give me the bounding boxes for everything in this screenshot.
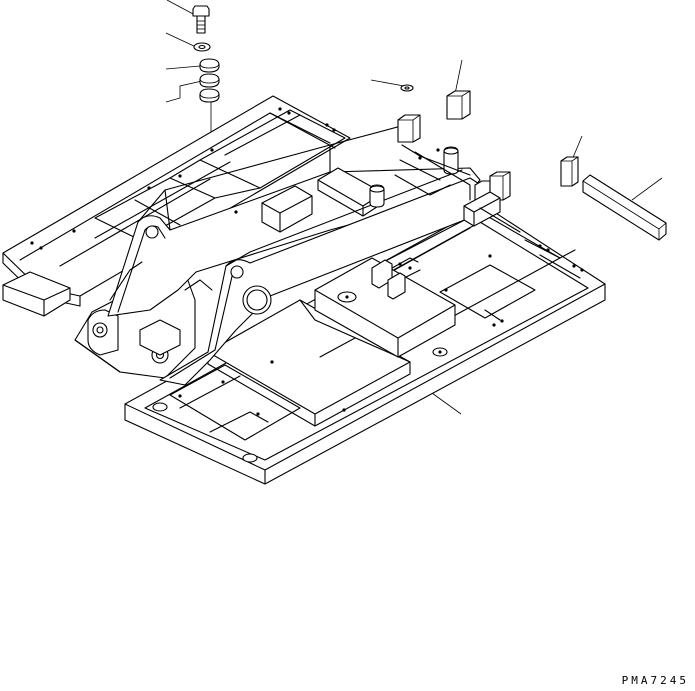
washer [193, 42, 211, 52]
shim-upper [199, 58, 220, 73]
block-upper [446, 90, 471, 120]
drawing-number: PMA7245 [621, 674, 689, 687]
bolt-holes [30, 107, 584, 416]
bolt [192, 5, 210, 34]
block-right [560, 156, 579, 187]
plate-right [582, 174, 667, 241]
revolving-frame [2, 95, 606, 485]
washer-right [400, 84, 414, 92]
shim-lower [199, 73, 220, 103]
